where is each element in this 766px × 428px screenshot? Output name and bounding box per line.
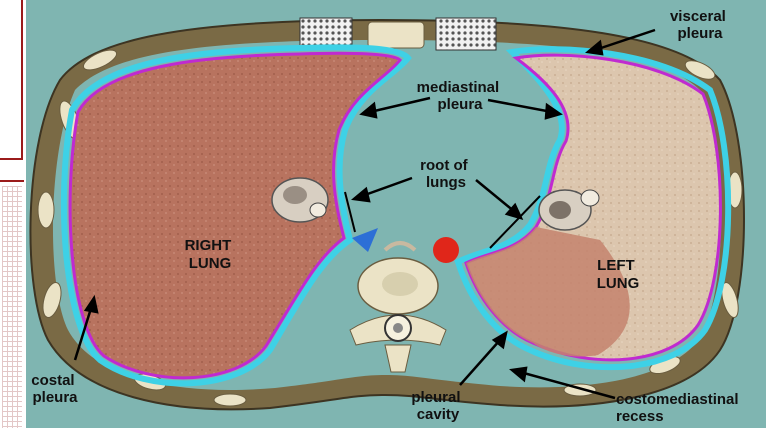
right-hilum xyxy=(272,178,328,222)
aorta xyxy=(433,237,459,263)
label-pleural-cavity: pleural cavity xyxy=(411,389,464,423)
label-right-lung: RIGHT LUNG xyxy=(185,237,236,272)
label-visceral-pleura: visceral pleura xyxy=(670,8,730,42)
label-costal-pleura: costal pleura xyxy=(31,372,79,406)
label-root-of-lungs: root of lungs xyxy=(420,157,472,191)
label-left-lung: LEFT LUNG xyxy=(597,257,640,292)
